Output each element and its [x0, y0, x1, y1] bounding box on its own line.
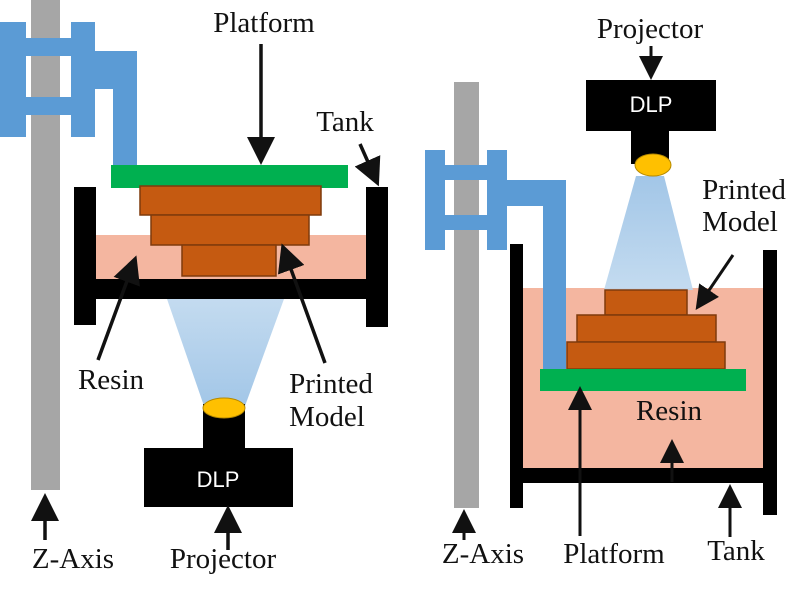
tank-label: Tank [707, 535, 765, 567]
light-beam [604, 176, 693, 290]
platform-bracket [0, 22, 137, 166]
tank-arrow [354, 143, 381, 187]
dlp-text: DLP [197, 467, 240, 492]
model-layer [139, 185, 322, 216]
printed-model-label-line1: Printed [289, 368, 373, 400]
resin-label: Resin [78, 364, 145, 396]
printed-model [139, 185, 322, 277]
tank-label: Tank [316, 106, 374, 138]
z-axis-label: Z-Axis [442, 538, 524, 570]
platform-label: Platform [563, 538, 665, 570]
model-layer [604, 289, 688, 316]
printed-model-label-line2: Model [289, 401, 365, 433]
projector-label: Projector [170, 543, 277, 575]
printed-model-label-line1: Printed [702, 174, 786, 206]
light-beam [167, 299, 284, 406]
top-down-printer: DLP Projector Printed Model Resin Z-Axis… [425, 13, 786, 570]
dlp-projector: DLP [586, 80, 716, 177]
build-platform [540, 369, 746, 391]
tank [74, 187, 388, 327]
printed-model-label-line2: Model [702, 206, 778, 238]
model-layer [576, 314, 717, 343]
z-axis-label: Z-Axis [32, 543, 114, 575]
platform-bracket [425, 150, 566, 372]
projector-label: Projector [597, 13, 704, 45]
dlp-text: DLP [630, 92, 673, 117]
printed-model-arrow [278, 243, 327, 364]
platform-label: Platform [213, 7, 315, 39]
model-layer [181, 244, 277, 277]
bottom-up-printer: DLP Platform Tank Resin Printed Model Z-… [0, 0, 388, 575]
printed-model-arrow [695, 254, 735, 310]
dlp-projector: DLP [144, 397, 293, 507]
z-axis-rail [454, 82, 479, 508]
model-layer [566, 341, 726, 370]
build-platform [111, 165, 348, 188]
tank [510, 244, 777, 515]
projector-lens [634, 153, 672, 177]
model-layer [150, 214, 310, 246]
printed-model [566, 289, 726, 370]
z-axis-rail [31, 0, 60, 490]
resin-label: Resin [636, 395, 703, 427]
resin-arrow [96, 255, 140, 361]
projector-lens [202, 397, 246, 419]
